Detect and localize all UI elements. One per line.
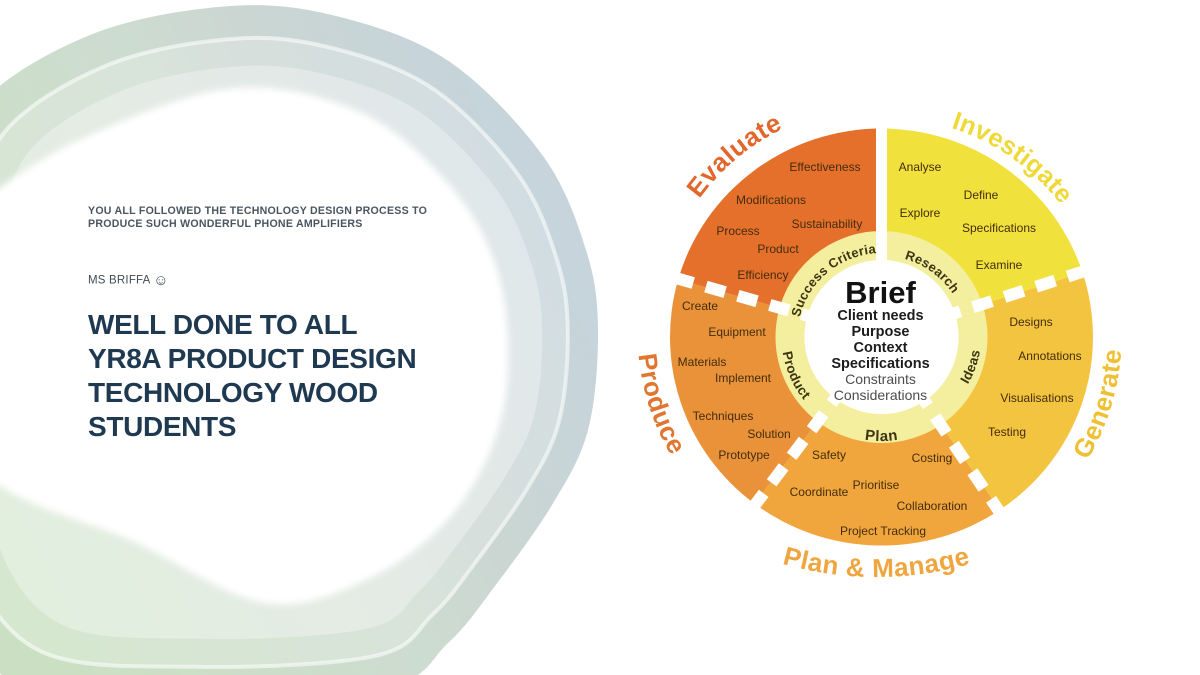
svg-text:Project Tracking: Project Tracking	[840, 524, 926, 538]
svg-text:Coordinate: Coordinate	[790, 485, 849, 499]
svg-text:Solution: Solution	[747, 427, 790, 441]
svg-text:Plan & Manage: Plan & Manage	[780, 540, 972, 583]
svg-text:Effectiveness: Effectiveness	[789, 160, 860, 174]
svg-text:Create: Create	[682, 299, 718, 313]
svg-text:Plan: Plan	[864, 427, 899, 445]
svg-text:Examine: Examine	[976, 258, 1023, 272]
svg-text:Process: Process	[716, 224, 759, 238]
svg-text:Prototype: Prototype	[718, 448, 770, 462]
svg-text:Visualisations: Visualisations	[1000, 391, 1073, 405]
svg-text:Prioritise: Prioritise	[853, 478, 900, 492]
svg-text:Client needs: Client needs	[837, 308, 923, 324]
svg-text:Efficiency: Efficiency	[737, 268, 788, 282]
svg-text:Materials: Materials	[678, 355, 727, 369]
svg-text:Constraints: Constraints	[845, 371, 916, 387]
svg-text:Designs: Designs	[1009, 315, 1052, 329]
svg-text:Define: Define	[964, 188, 999, 202]
svg-text:Costing: Costing	[912, 451, 953, 465]
svg-text:Annotations: Annotations	[1018, 349, 1081, 363]
svg-text:Product: Product	[757, 242, 799, 256]
svg-text:Safety: Safety	[812, 448, 846, 462]
svg-text:Modifications: Modifications	[736, 193, 806, 207]
svg-text:Specifications: Specifications	[831, 356, 929, 372]
svg-text:Implement: Implement	[715, 371, 772, 385]
svg-text:Explore: Explore	[900, 206, 941, 220]
svg-text:Testing: Testing	[988, 425, 1026, 439]
svg-text:Specifications: Specifications	[962, 221, 1036, 235]
svg-text:Context: Context	[854, 340, 908, 356]
svg-text:Brief: Brief	[845, 275, 916, 310]
svg-text:Collaboration: Collaboration	[897, 499, 968, 513]
svg-text:Analyse: Analyse	[899, 160, 942, 174]
svg-text:Equipment: Equipment	[708, 325, 766, 339]
svg-text:Techniques: Techniques	[693, 409, 754, 423]
svg-text:Considerations: Considerations	[834, 387, 927, 403]
svg-text:Sustainability: Sustainability	[792, 217, 863, 231]
svg-text:Purpose: Purpose	[851, 324, 909, 340]
